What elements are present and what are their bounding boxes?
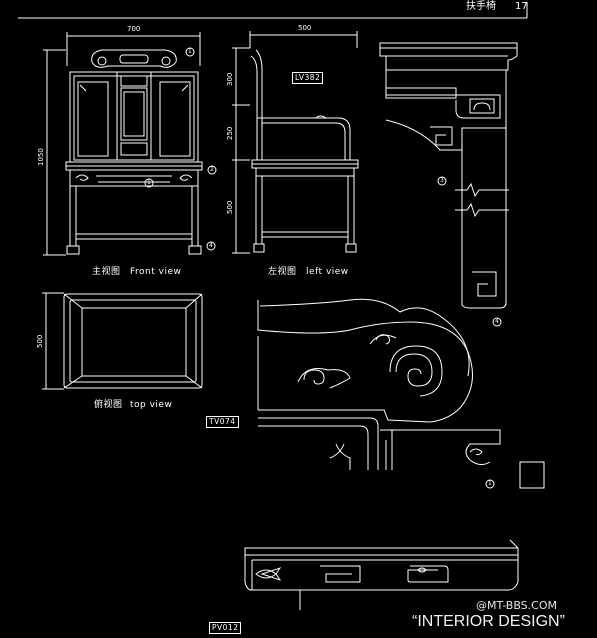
watermark-brand: “INTERIOR DESIGN” (412, 613, 565, 630)
left-width-dim: 500 (298, 24, 312, 32)
front-view-caption-en: Front view (130, 267, 182, 277)
top-view-caption-cn: 俯视图 (94, 400, 123, 410)
watermark-site: @MT-BBS.COM (476, 599, 557, 612)
sheet-title: 扶手椅 (466, 1, 496, 12)
section-marker (519, 461, 545, 489)
top-view-tag: TV074 (206, 416, 239, 428)
page-number: 17 (515, 1, 528, 12)
callout-markers (144, 47, 502, 489)
left-view-drawing (232, 31, 359, 254)
callout-4-label: 4 (209, 242, 213, 249)
callout-4b-label: 4 (495, 318, 499, 325)
rail-section-detail (244, 539, 519, 610)
post-profile-detail (379, 42, 518, 309)
front-height-dim: 1050 (37, 148, 45, 166)
title-block (18, 2, 528, 19)
top-depth-dim: 500 (36, 334, 44, 348)
front-view-drawing (43, 32, 203, 256)
left-seg-dim-bottom: 500 (226, 200, 234, 214)
top-view-drawing (42, 292, 203, 390)
left-view-caption-cn: 左视图 (268, 267, 297, 277)
left-seg-dim-mid: 250 (226, 126, 234, 140)
carving-detail (257, 298, 501, 470)
callout-1c-label: 1 (488, 480, 492, 487)
top-view-caption-en: top view (130, 400, 173, 410)
callout-2-label: 2 (210, 166, 214, 173)
front-view-caption-cn: 主视图 (92, 267, 121, 277)
callout-1b-label: 1 (147, 179, 151, 186)
front-width-dim: 700 (127, 25, 141, 33)
left-seg-dim-top: 300 (226, 72, 234, 86)
callout-1-label: 1 (188, 48, 192, 55)
detail-tag: PV012 (209, 622, 242, 634)
left-view-tag: LV382 (292, 72, 324, 84)
callout-3-label: 3 (440, 177, 444, 184)
left-view-caption-en: left view (306, 267, 349, 277)
